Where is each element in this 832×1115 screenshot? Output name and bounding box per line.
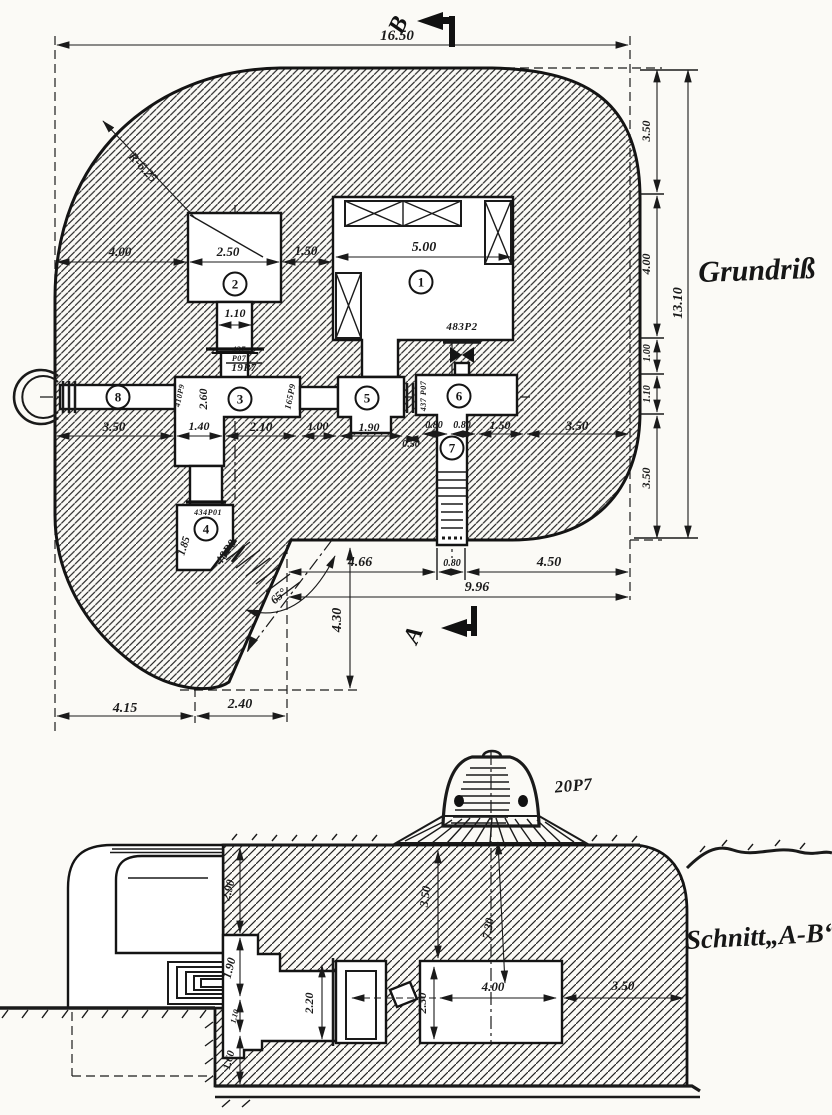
room-number-badge: 3 — [227, 386, 253, 412]
marker-letter-a: A — [398, 622, 429, 649]
dimension-label: 16.50 — [380, 28, 414, 44]
part-number-label: 434P01 — [193, 508, 222, 517]
room-number-badge: 4 — [193, 516, 219, 542]
dimension-label: 1.10 — [228, 1008, 240, 1024]
stair-treads-shaft — [437, 471, 467, 540]
dimension-label: 4.00 — [481, 979, 505, 994]
section-view: Schnitt„A-B“ 20P7 2.90 1.90 1.10 1.60 2.20 2.3… — [0, 749, 832, 1108]
dimension-label: 2.90 — [218, 878, 237, 903]
room-number: 8 — [115, 390, 122, 405]
dimension-label: 3.50 — [417, 885, 434, 909]
room-3 — [173, 375, 302, 468]
part-number-label: 437 — [231, 345, 246, 354]
dimension-label: 1.85 — [175, 535, 193, 557]
section-title: Schnitt„A-B“ — [685, 917, 832, 955]
left-structure — [66, 843, 225, 1077]
room-number: 5 — [364, 391, 371, 406]
room-number: 4 — [203, 522, 210, 537]
plan-title: Grundriß — [698, 252, 816, 289]
dimension-label: 2.30 — [415, 993, 429, 1015]
cupola-embrasure-right — [518, 795, 528, 807]
dimension-label: 5.00 — [412, 240, 437, 255]
entry-ring-outer — [12, 368, 59, 426]
foundation-dashed — [71, 1012, 213, 1077]
dimension-label: 0.50 — [402, 439, 420, 450]
armored-door — [331, 958, 388, 1046]
part-number-label: P07 — [232, 354, 247, 363]
dimension-label: 1.10 — [642, 385, 653, 403]
room-number-badge: 1 — [408, 269, 434, 295]
entry-ring-inner — [21, 375, 59, 419]
room-number: 1 — [418, 275, 425, 290]
dimension-label: 2.20 — [302, 993, 316, 1015]
room-2 — [186, 211, 283, 304]
room-number-badge: 5 — [354, 385, 380, 411]
room-number: 7 — [449, 441, 456, 456]
dimension-label: 2.10 — [249, 419, 273, 434]
dimension-label: 13.10 — [671, 287, 686, 319]
corridor-3-4 — [188, 464, 224, 507]
dimension-label: 3.50 — [102, 419, 126, 434]
part-number-label: 483P2 — [445, 321, 477, 333]
room-number-badge: 8 — [105, 384, 131, 410]
armored-cupola — [392, 749, 590, 844]
dimension-label: 3.50 — [639, 468, 653, 490]
floor-plan: B A Grundriß 16.504.002.501.505.00R-6.25… — [12, 12, 816, 732]
terrain — [0, 833, 832, 1108]
dimension-label: 4.00 — [639, 254, 653, 276]
room-number: 2 — [232, 277, 239, 292]
dimension-label: 0.80 — [443, 558, 461, 569]
room-number: 6 — [456, 389, 463, 404]
part-number-label: 20P7 — [553, 774, 594, 796]
rooms — [12, 195, 519, 653]
dimension-label: 9.96 — [465, 580, 490, 595]
dimension-label: 2.50 — [216, 244, 240, 259]
dimension-label: 7.30 — [479, 917, 496, 940]
dimension-label: 1.90 — [359, 420, 380, 434]
dimension-label: 2.40 — [227, 697, 253, 712]
section-marker-a: A — [398, 606, 477, 650]
cupola-shading — [451, 767, 510, 824]
dimension-label: 3.50 — [611, 978, 635, 993]
section-annotation-layer: 20P7 2.90 1.90 1.10 1.60 2.20 2.30 4.00 3.50 3.50… — [218, 774, 634, 1071]
plan-room-badges: 1 2 3 4 5 6 7 8 — [105, 269, 472, 542]
dimension-label: 1.90 — [220, 956, 239, 980]
dimension-label: 1.50 — [295, 243, 318, 258]
dimension-label: 1.00 — [308, 419, 329, 433]
dimension-label: 1.40 — [189, 419, 210, 433]
plan-dimensions — [56, 41, 698, 720]
dimension-label: 4.66 — [347, 555, 373, 570]
dimension-label: 4.30 — [330, 608, 345, 634]
part-number-label: 19P7 — [231, 362, 256, 374]
periscope-device — [388, 980, 419, 1009]
room-6-and-stair-shaft — [414, 373, 519, 547]
room-number-badge: 7 — [439, 435, 465, 461]
dimension-label: 3.50 — [565, 418, 589, 433]
room-number: 3 — [237, 392, 244, 407]
cupola-embrasure-left — [454, 795, 464, 807]
room-number-badge: 6 — [446, 383, 472, 409]
dimension-label: 0.80 — [425, 420, 443, 431]
dimension-label: 1.50 — [490, 418, 511, 432]
dimension-label: 4.50 — [536, 555, 562, 570]
dimension-label: 0.80 — [453, 420, 471, 431]
corridor-3-5 — [298, 385, 340, 411]
dimension-label: 1.60 — [221, 1049, 238, 1071]
room-number-badge: 2 — [222, 271, 248, 297]
dimension-label: 1.10 — [225, 306, 246, 320]
section-dimensions — [236, 752, 684, 1085]
dimension-label: 1.00 — [642, 344, 653, 362]
ventilator-icon — [443, 340, 481, 377]
embrasure-rings — [167, 961, 224, 1005]
dimension-label: 2.60 — [196, 389, 210, 411]
dimension-label: 4.15 — [112, 701, 138, 716]
part-number-label: 437 P07 — [419, 380, 428, 412]
dimension-label: 3.50 — [639, 121, 653, 143]
dimension-label: 4.00 — [108, 244, 132, 259]
